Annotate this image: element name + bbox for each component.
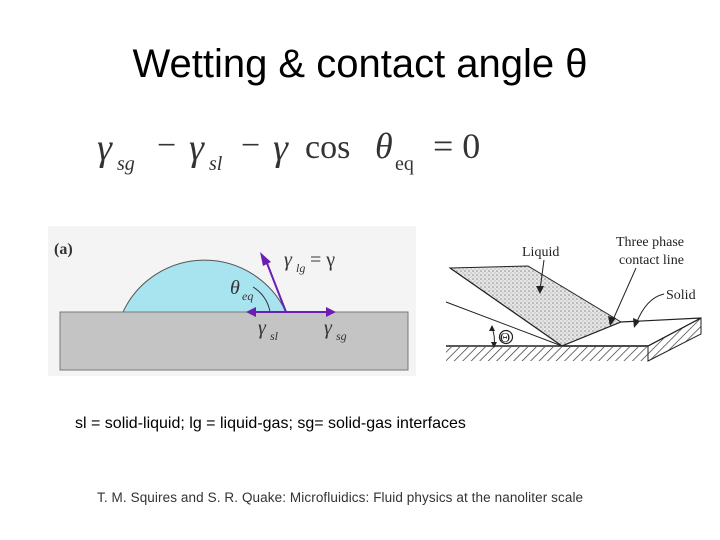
eq-equals-zero: = 0 [433,126,480,166]
theta-angle-arrow-up [489,325,495,331]
theta-symbol-label: Θ [500,331,510,346]
figure-b-wedge: Θ Liquid Three phase contact line Solid [445,235,702,362]
eq-sub-sg: sg [117,153,135,175]
gamma-lg-arrow [264,257,287,313]
figure-a-droplet: (a) θ eq γ lg = γ γ sl γ sg [48,226,416,376]
interface-caption: sl = solid-liquid; lg = liquid-gas; sg= … [75,415,466,432]
theta-angle-arrow-down [491,342,497,348]
gamma-sl-arrowhead [246,307,256,317]
slide-title: Wetting & contact angle θ [132,42,588,86]
solid-pointer-head [633,318,640,328]
eq-cos: cos [305,129,350,166]
contact-line-pointer [611,267,637,323]
gamma-lg-label: γ [284,249,293,271]
substrate [59,311,409,371]
liquid-pointer [539,259,545,291]
gamma-sl-sub: sl [270,329,279,343]
solid-hatch [446,347,648,361]
gamma-sg-arrowhead [326,307,336,317]
liquid-label: Liquid [522,245,559,260]
figure-a-panel-label: (a) [54,241,73,258]
angle-arc [252,286,271,313]
solid-pointer [635,293,665,325]
eq-sub-sl: sl [209,153,223,175]
gamma-sg-label: γ [324,317,333,339]
gamma-sg-sub: sg [336,329,347,343]
gamma-lg-arrowhead [260,252,271,266]
contact-line-pointer-head [608,316,616,326]
theta-symbol-circle [498,329,514,345]
eq-minus-1: − [157,127,176,164]
gamma-lg-rhs: = γ [310,249,335,271]
solid-label: Solid [666,288,696,303]
gamma-sl-label: γ [258,317,267,339]
eq-gamma-sl: γ [189,127,205,169]
liquid-surface-line [449,267,563,347]
solid-side-hatch [647,317,702,362]
young-equation: γ sg − γ sl − γ cos θ eq = 0 [97,126,480,175]
theta-label: θ [230,277,240,299]
eq-gamma-sg: γ [97,127,113,169]
contact-line-label-1: Three phase [616,235,684,250]
contact-line-label-2: contact line [619,253,684,268]
reference-citation: T. M. Squires and S. R. Quake: Microflui… [97,490,584,505]
eq-sub-eq: eq [395,153,414,175]
droplet [122,259,287,313]
liquid-pointer-head [536,286,544,294]
wedge-base-line [445,301,563,347]
gamma-lg-sub: lg [296,261,305,275]
theta-sub: eq [242,289,253,303]
eq-gamma: γ [273,127,289,169]
eq-theta: θ [375,126,393,166]
eq-minus-2: − [241,127,260,164]
